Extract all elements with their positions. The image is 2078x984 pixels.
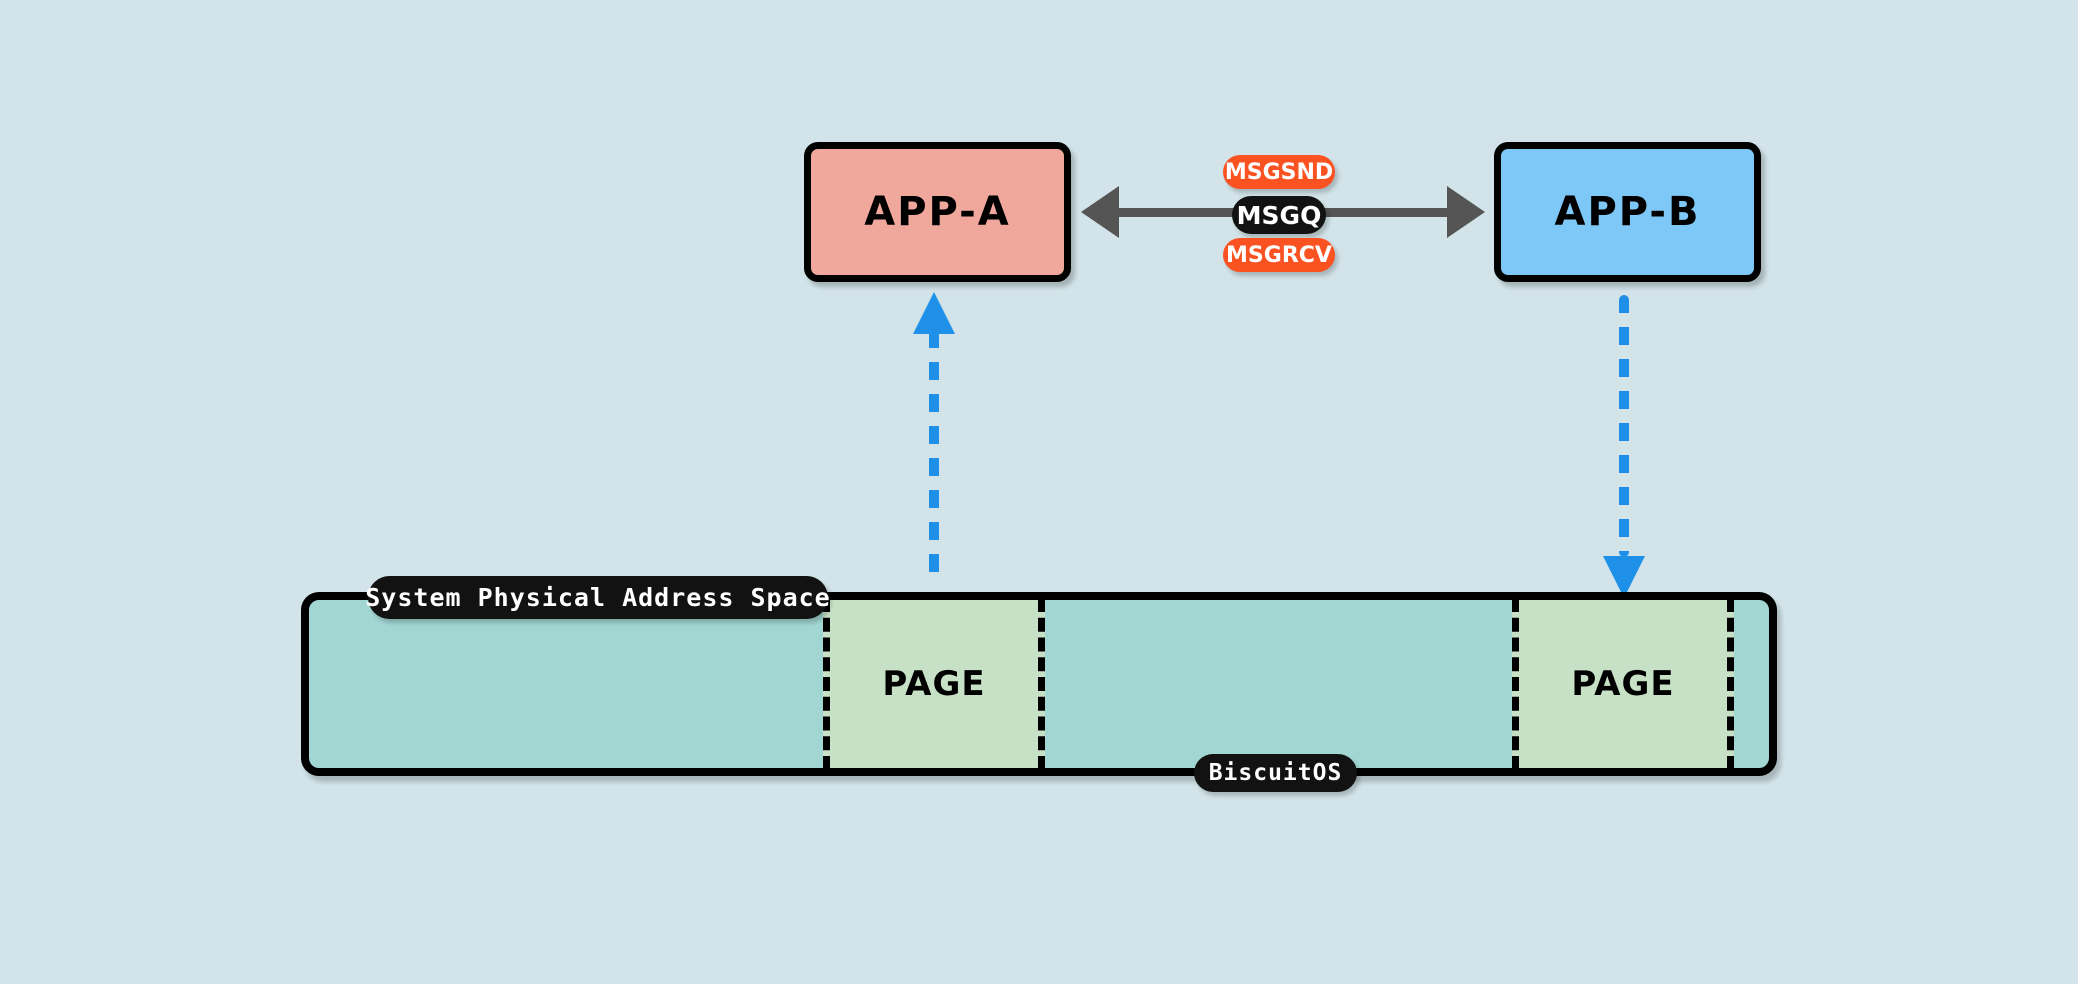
process-box-app-b[interactable]: APP-B bbox=[1494, 142, 1761, 282]
process-label-app-b: APP-B bbox=[1554, 189, 1701, 235]
badge-msgq[interactable]: MSGQ bbox=[1232, 196, 1326, 234]
physical-address-space-bar: PAGE PAGE bbox=[301, 592, 1777, 776]
mapping-arrow-up-icon bbox=[913, 292, 955, 334]
ipc-arrow-head-right-icon bbox=[1447, 186, 1485, 238]
mapping-arrow-down-icon bbox=[1603, 556, 1645, 598]
process-box-app-a[interactable]: APP-A bbox=[804, 142, 1071, 282]
badge-msgsnd[interactable]: MSGSND bbox=[1223, 155, 1335, 189]
badge-msgq-label: MSGQ bbox=[1236, 200, 1322, 230]
badge-msgsnd-label: MSGSND bbox=[1224, 159, 1334, 185]
biscuitos-badge: BiscuitOS bbox=[1194, 754, 1357, 792]
biscuitos-badge-label: BiscuitOS bbox=[1208, 760, 1343, 786]
physical-address-space-title-label: System Physical Address Space bbox=[365, 583, 831, 612]
page-block[interactable]: PAGE bbox=[823, 600, 1045, 768]
page-block-label: PAGE bbox=[882, 664, 986, 704]
process-label-app-a: APP-A bbox=[864, 189, 1011, 235]
page-block[interactable]: PAGE bbox=[1512, 600, 1734, 768]
badge-msgrcv-label: MSGRCV bbox=[1226, 242, 1332, 268]
physical-address-space-title: System Physical Address Space bbox=[365, 576, 831, 619]
mapping-line-app-a bbox=[929, 330, 939, 585]
ipc-arrow-head-left-icon bbox=[1081, 186, 1119, 238]
mapping-line-app-b bbox=[1619, 295, 1629, 557]
badge-msgrcv[interactable]: MSGRCV bbox=[1223, 238, 1335, 272]
page-block-label: PAGE bbox=[1571, 664, 1675, 704]
